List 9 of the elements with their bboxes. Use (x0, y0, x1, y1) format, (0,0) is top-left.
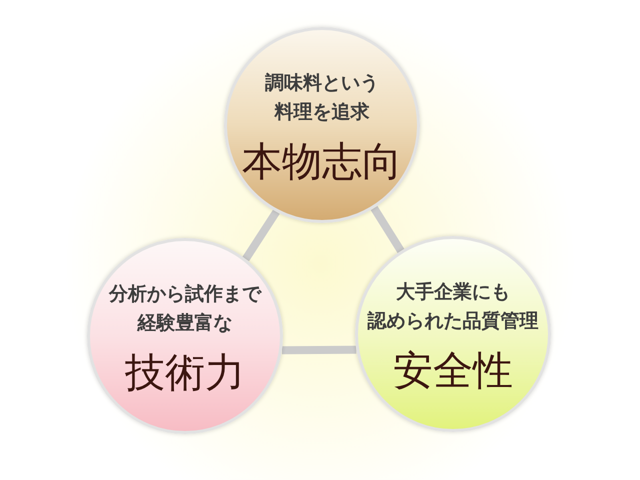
tagline-text: 調味料という料理を追求 (265, 71, 379, 125)
heading-text: 本物志向 (242, 138, 402, 187)
heading-text: 安全性 (393, 347, 513, 396)
heading-text: 技術力 (125, 349, 245, 398)
connector-line (282, 346, 356, 354)
connector-line (370, 206, 404, 254)
tagline-text: 大手企業にも認められた品質管理 (368, 280, 538, 334)
connector-line (242, 210, 280, 262)
tagline-text: 分析から試作まで経験豊富な (109, 282, 261, 336)
